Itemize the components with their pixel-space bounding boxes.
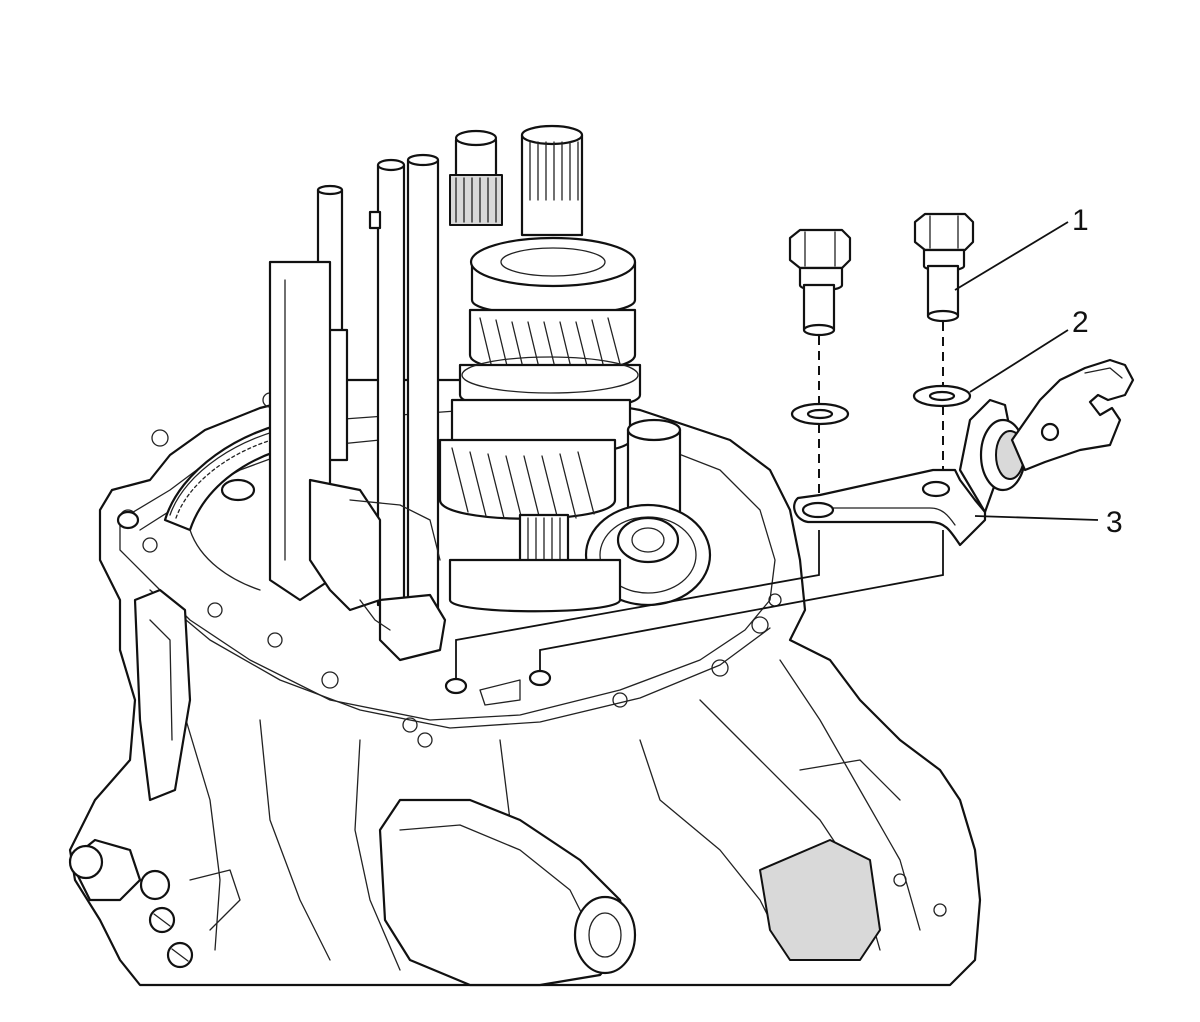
gear-stack [438, 124, 712, 706]
callout-3-label: 3 [1106, 506, 1123, 539]
callout-2-label: 2 [1072, 306, 1089, 339]
ring-gear [116, 418, 302, 591]
washer-right [912, 384, 972, 408]
mount-hole-right [528, 669, 552, 687]
shift-rods [268, 153, 447, 662]
bracket [793, 358, 1135, 547]
callout-3: 3 [974, 506, 1123, 539]
bolt-left [788, 228, 852, 337]
callout-1-label: 1 [1072, 204, 1089, 237]
mount-hole-left [444, 677, 468, 695]
callout-2: 2 [969, 306, 1089, 393]
washer-left [790, 402, 850, 426]
bolt-right [913, 212, 975, 323]
callout-1: 1 [954, 204, 1089, 291]
